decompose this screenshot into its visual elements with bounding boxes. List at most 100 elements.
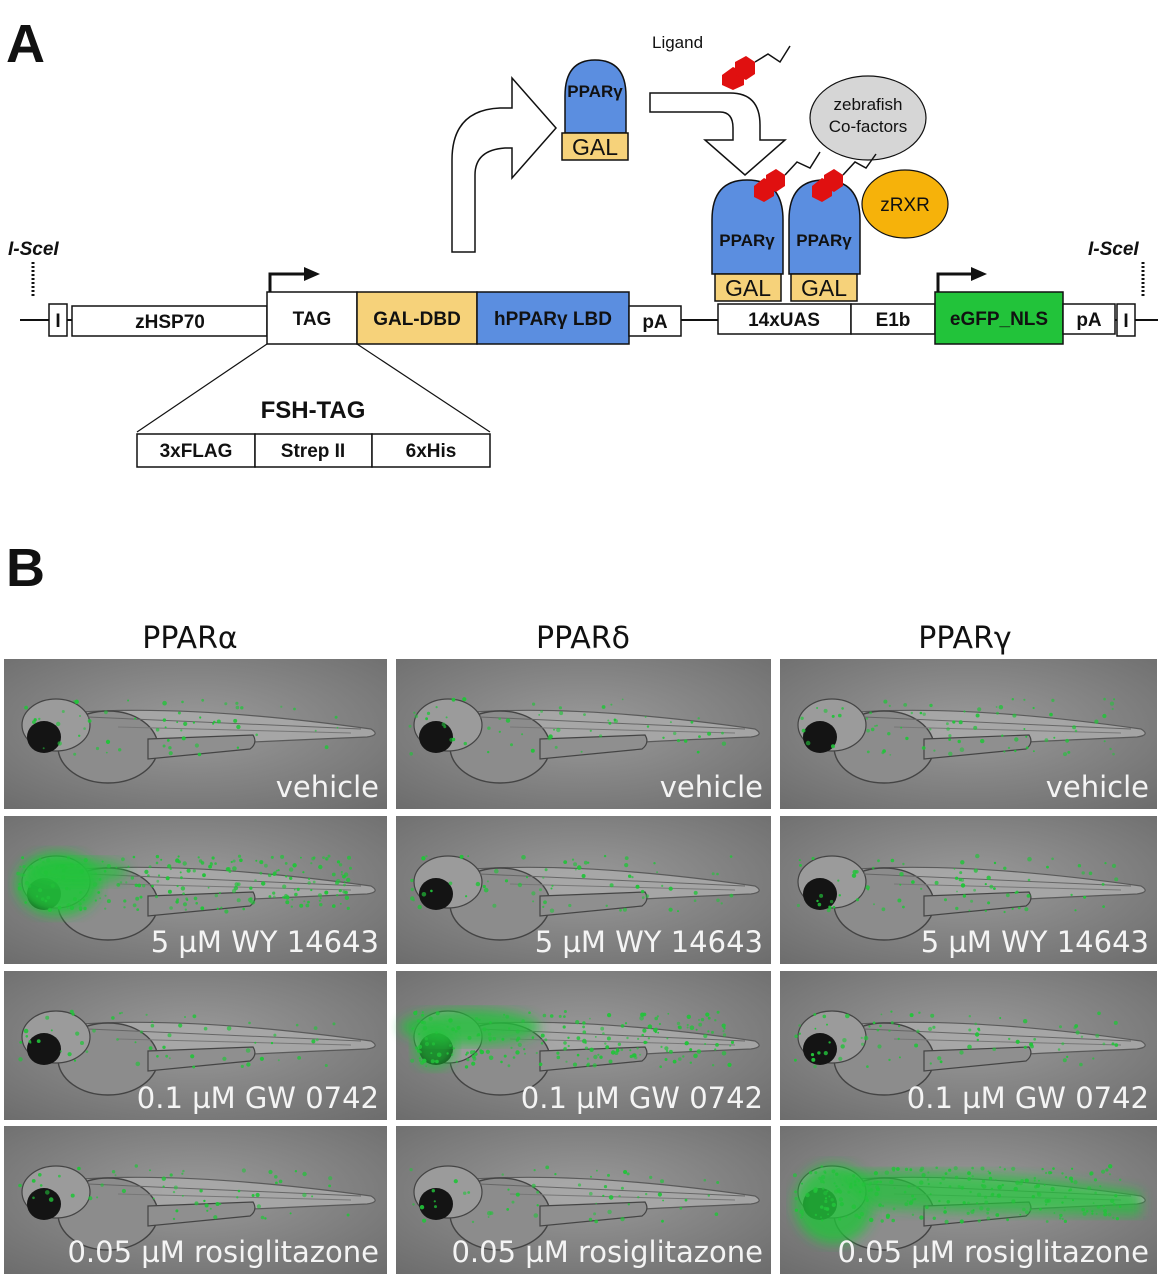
- embryo-eye: [803, 1033, 837, 1065]
- cofactors-label-line2: Co-factors: [829, 117, 907, 136]
- embryo-eye: [27, 1188, 61, 1220]
- egfp-label: eGFP_NLS: [950, 309, 1048, 330]
- embryo-eye: [803, 721, 837, 753]
- fsh-part-strep-box: [254, 433, 373, 468]
- embryo-outline: [797, 1010, 1146, 1096]
- condition-label: 0.1 µM GW 0742: [907, 1081, 1149, 1115]
- condition-label: 0.1 µM GW 0742: [137, 1081, 379, 1115]
- gfp-fluorescence: [400, 1009, 735, 1069]
- bound-ppar-1-shape: [711, 179, 784, 275]
- embryo-eye: [419, 878, 453, 910]
- free-ppar-label: PPARγ: [567, 82, 623, 101]
- zhsp70-box: [71, 305, 268, 337]
- embryo-image-tile: 0.1 µM GW 0742: [396, 971, 771, 1120]
- promoter-arrow-right: [936, 272, 972, 292]
- embryo-eye: [27, 721, 61, 753]
- condition-label: 0.1 µM GW 0742: [521, 1081, 763, 1115]
- isce1-left-label: I-SceI: [8, 239, 59, 260]
- gfp-fluorescence: [796, 853, 1119, 914]
- free-gal-label: GAL: [572, 134, 618, 160]
- condition-label: 0.05 µM rosiglitazone: [451, 1235, 763, 1269]
- isce1-right-label: I-SceI: [1088, 239, 1139, 260]
- embryo-eye: [419, 1188, 453, 1220]
- bound-ppar-2-label: PPARγ: [796, 231, 852, 250]
- gfp-fluorescence: [800, 697, 1116, 757]
- tag-label: TAG: [293, 309, 332, 330]
- embryo-image-tile: 5 µM WY 14643: [396, 816, 771, 964]
- itr-left-box: [48, 303, 68, 337]
- uas-box: [717, 303, 852, 335]
- bound-ppar-1-label: PPARγ: [719, 231, 775, 250]
- column-header-alpha: PPARα: [142, 621, 237, 656]
- embryo-image-tile: 5 µM WY 14643: [4, 816, 387, 964]
- condition-label: vehicle: [1046, 770, 1149, 804]
- panel-b-letter: B: [6, 538, 45, 598]
- embryo-image-tile: vehicle: [780, 659, 1157, 809]
- egfp-box: [934, 291, 1064, 345]
- embryo-image-tile: 5 µM WY 14643: [780, 816, 1157, 964]
- embryo-image-tile: 0.05 µM rosiglitazone: [4, 1126, 387, 1274]
- e1b-label: E1b: [876, 310, 911, 331]
- promoter-arrowhead-left: [304, 267, 320, 281]
- zhsp70-label: zHSP70: [135, 312, 205, 333]
- bound-ligand-2-icon: [812, 153, 877, 202]
- free-ppar-lbd-shape: [564, 59, 627, 134]
- right-construct: 14xUAS E1b eGFP_NLS pA I: [717, 291, 1136, 345]
- bound-gal-1-box: [714, 273, 782, 302]
- expression-curved-arrow: [451, 76, 557, 253]
- bound-ligand-1-icon: [754, 151, 821, 202]
- panel-a-letter: A: [6, 14, 45, 74]
- free-ligand-icon: [722, 45, 791, 90]
- embryo-outline: [21, 698, 376, 784]
- gfp-fluorescence: [18, 1164, 350, 1221]
- bound-gal-1-label: GAL: [725, 275, 771, 301]
- gfp-fluorescence: [408, 697, 727, 756]
- gfp-fluorescence: [792, 1164, 1141, 1244]
- hppar-lbd-box: [476, 291, 630, 345]
- gfp-fluorescence: [794, 1010, 1119, 1069]
- free-gal-box: [561, 132, 629, 161]
- gfp-fluorescence: [409, 1165, 720, 1224]
- hppar-lbd-label: hPPARγ LBD: [494, 309, 612, 330]
- e1b-box: [850, 303, 936, 335]
- left-construct: I zHSP70 TAG GAL-DBD hPPARγ LBD pA: [48, 291, 682, 345]
- column-header-delta: PPARδ: [536, 621, 630, 656]
- embryo-image-tile: vehicle: [396, 659, 771, 809]
- ligand-label: Ligand: [652, 33, 703, 52]
- bound-gal-2-label: GAL: [801, 275, 847, 301]
- binding-curved-arrow: [649, 92, 787, 176]
- fsh-expand-line-left: [136, 343, 268, 433]
- zrxr-ellipse: [861, 169, 949, 239]
- pa-left-box: [628, 305, 682, 337]
- embryo-outline: [413, 855, 760, 941]
- itr-left-label: I: [55, 311, 60, 332]
- promoter-arrow-left: [268, 272, 305, 292]
- bound-ppar-dimer: PPARγ GAL PPARγ GAL: [711, 151, 877, 302]
- pa-right-label: pA: [1076, 310, 1102, 331]
- embryo-eye: [27, 1033, 61, 1065]
- fsh-tag-title: FSH-TAG: [261, 397, 366, 424]
- fsh-part-flag-label: 3xFLAG: [160, 441, 233, 462]
- zrxr-label: zRXR: [880, 195, 930, 216]
- fsh-part-flag-box: [136, 433, 256, 468]
- fsh-part-his-box: [371, 433, 491, 468]
- condition-label: 0.05 µM rosiglitazone: [67, 1235, 379, 1269]
- condition-label: 5 µM WY 14643: [921, 925, 1149, 959]
- fsh-part-his-label: 6xHis: [406, 441, 457, 462]
- fsh-expand-line-right: [356, 343, 491, 433]
- condition-label: 0.05 µM rosiglitazone: [837, 1235, 1149, 1269]
- embryo-image-tile: 0.1 µM GW 0742: [4, 971, 387, 1120]
- embryo-image-tile: 0.1 µM GW 0742: [780, 971, 1157, 1120]
- embryo-eye: [803, 878, 837, 910]
- embryo-outline: [21, 1010, 376, 1096]
- embryo-image-tile: 0.05 µM rosiglitazone: [396, 1126, 771, 1274]
- bound-gal-2-box: [790, 273, 858, 302]
- cofactors-ellipse: [809, 75, 927, 161]
- column-header-gamma: PPARγ: [918, 621, 1011, 656]
- embryo-eye: [419, 721, 453, 753]
- itr-right-label: I: [1123, 311, 1128, 332]
- pa-right-box: [1062, 303, 1116, 335]
- cofactors-label-line1: zebrafish: [834, 95, 903, 114]
